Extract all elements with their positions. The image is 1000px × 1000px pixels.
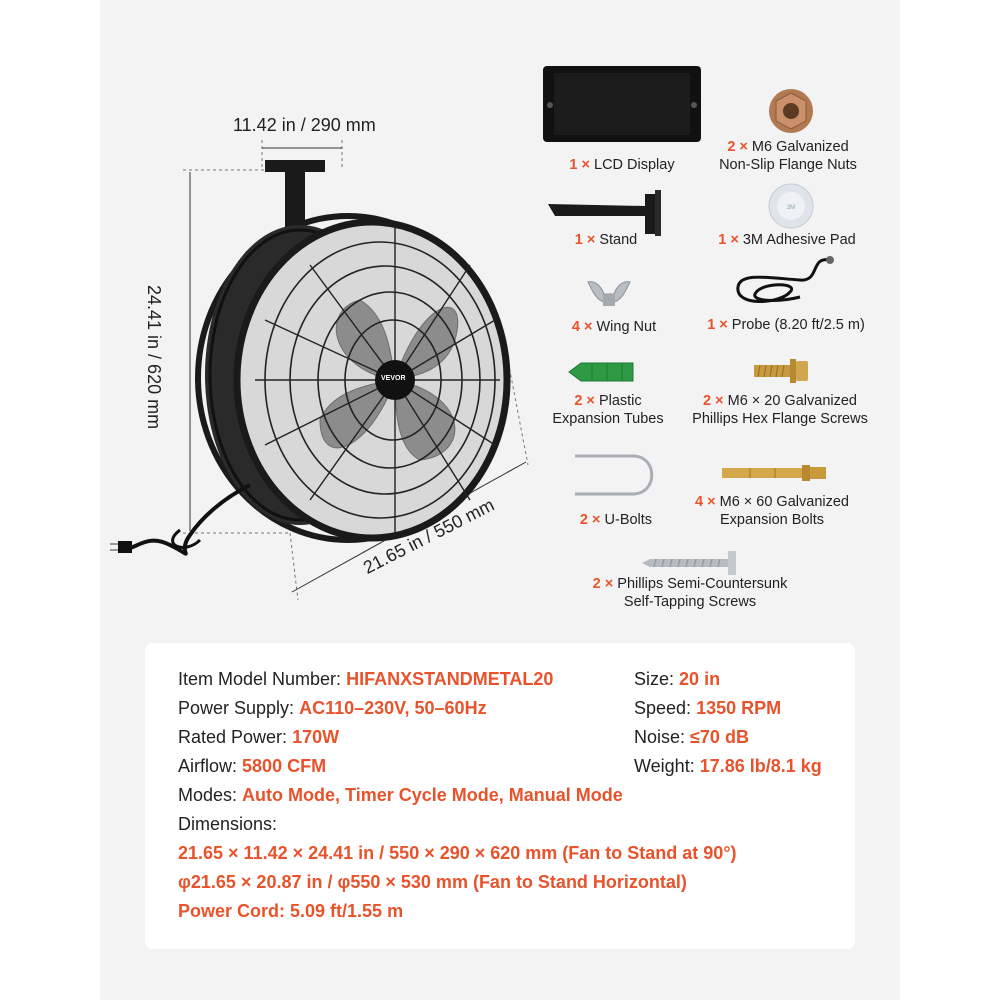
flange-nut-icon [769, 89, 813, 133]
spec-speed: Speed: 1350 RPM [634, 698, 782, 718]
spec-model: Item Model Number: HIFANXSTANDMETAL20 [178, 669, 554, 689]
height-dimension: 24.41 in / 620 mm [144, 285, 164, 430]
wing-nut-icon [587, 281, 631, 306]
stand-icon [548, 190, 661, 236]
accessory-label-probe: 1 × Probe (8.20 ft/2.5 m) [707, 317, 865, 333]
spec-power-cord: Power Cord: 5.09 ft/1.55 m [178, 901, 404, 921]
spec-modes: Modes: Auto Mode, Timer Cycle Mode, Manu… [178, 785, 623, 805]
accessory-label-expansion-tubes: 2 × Plastic Expansion Tubes [552, 393, 664, 427]
fan-illustration [110, 140, 529, 601]
hex-flange-screw-icon [754, 359, 808, 383]
brand-logo: VEVOR [381, 375, 406, 382]
spec-weight: Weight: 17.86 lb/8.1 kg [634, 756, 822, 776]
spec-airflow: Airflow: 5800 CFM [178, 756, 327, 776]
accessory-label-hex-flange-screws: 2 × M6 × 20 Galvanized Phillips Hex Flan… [692, 393, 868, 427]
accessory-label-wing-nut: 4 × Wing Nut [571, 319, 657, 335]
adhesive-pad-icon: 3M [768, 183, 814, 229]
spec-power-supply: Power Supply: AC110–230V, 50–60Hz [178, 698, 487, 718]
width-dimension: 11.42 in / 290 mm [233, 115, 376, 135]
self-tapping-screw-icon [642, 551, 736, 575]
expansion-tube-icon [568, 362, 634, 382]
expansion-bolt-icon [722, 465, 826, 481]
u-bolt-icon [575, 454, 654, 496]
svg-text:3M: 3M [787, 205, 795, 211]
accessory-label-stand: 1 × Stand [574, 232, 638, 248]
spec-size: Size: 20 in [634, 669, 721, 689]
accessory-label-self-tapping-screws: 2 × Phillips Semi-Countersunk Self-Tappi… [592, 576, 788, 610]
spec-dimensions-horizontal: φ21.65 × 20.87 in / φ550 × 530 mm (Fan t… [178, 872, 687, 892]
accessory-label-expansion-bolts: 4 × M6 × 60 Galvanized Expansion Bolts [695, 494, 849, 528]
spec-rated-power: Rated Power: 170W [178, 727, 340, 747]
spec-dimensions-90: 21.65 × 11.42 × 24.41 in / 550 × 290 × 6… [178, 843, 737, 863]
accessory-label-lcd: 1 × LCD Display [569, 157, 675, 173]
accessory-label-flange-nuts: 2 × M6 Galvanized Non-Slip Flange Nuts [719, 139, 857, 173]
lcd-display-icon [543, 66, 701, 142]
accessory-label-u-bolts: 2 × U-Bolts [579, 512, 653, 528]
spec-dimensions-label: Dimensions: [178, 814, 278, 834]
probe-icon [736, 256, 834, 303]
accessory-label-adhesive-pad: 1 × 3M Adhesive Pad [718, 232, 856, 248]
spec-noise: Noise: ≤70 dB [634, 727, 749, 747]
spec-card [145, 643, 855, 949]
